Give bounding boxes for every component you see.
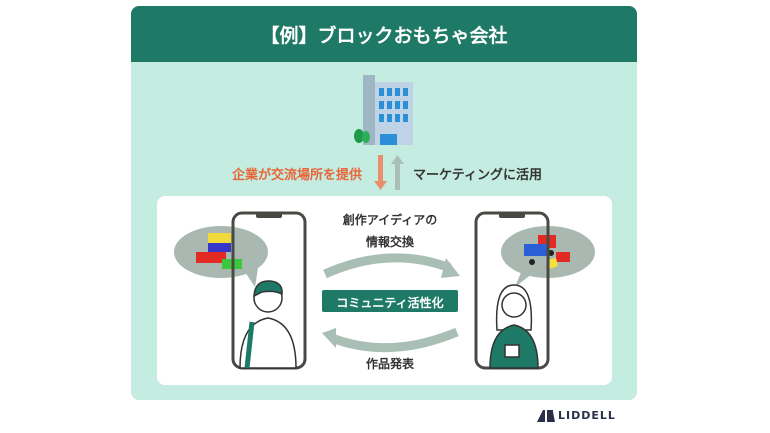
diagram-title: 【例】ブロックおもちゃ会社 — [131, 6, 637, 62]
marketing-label: マーケティングに活用 — [413, 168, 542, 183]
arrow-up-icon — [391, 155, 404, 190]
building-icon — [354, 75, 413, 145]
provide-space-label: 企業が交流場所を提供 — [231, 168, 362, 183]
exchange-label-line1: 創作アイディアの — [342, 213, 438, 227]
liddell-logo: LIDDELL — [558, 409, 616, 422]
community-label: コミュニティ活性化 — [336, 296, 444, 310]
liddell-logo-icon — [537, 410, 555, 422]
arrow-right-curve — [323, 253, 452, 279]
showcase-label: 作品発表 — [365, 357, 414, 371]
arrow-left-curve — [330, 327, 459, 353]
exchange-label-line2: 情報交換 — [365, 235, 414, 249]
center-label-bg — [322, 290, 458, 312]
male-user-avatar — [239, 280, 297, 369]
female-user-avatar — [489, 284, 539, 369]
arrow-down-icon — [374, 155, 387, 190]
